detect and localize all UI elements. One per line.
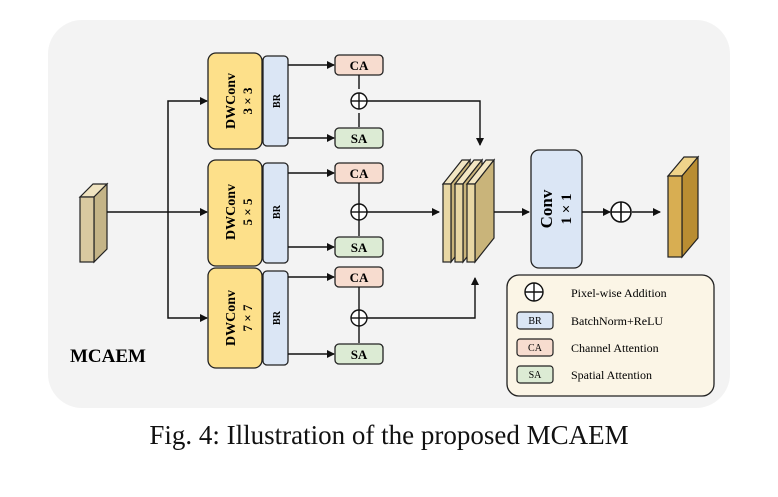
ca-label: CA (350, 58, 369, 73)
plus-circle-icon (350, 92, 368, 110)
legend-key: CA (528, 343, 543, 354)
conv-label: Conv (537, 189, 556, 228)
output-feature-map (666, 155, 700, 259)
branch-5x5: DWConv 5 × 5 BR CA SA (207, 159, 440, 267)
ca-label: CA (350, 270, 369, 285)
legend-item-sa: SA Spatial Attention (516, 365, 652, 384)
br-label: BR (272, 204, 283, 219)
legend-key: BR (528, 316, 542, 327)
sa-block (334, 236, 384, 258)
br-label: BR (272, 93, 283, 108)
dwconv-block (207, 159, 263, 267)
kernel-label: 7 × 7 (240, 304, 255, 331)
br-block (262, 162, 289, 264)
module-label: MCAEM (70, 346, 146, 367)
legend-item-addition: Pixel-wise Addition (524, 282, 667, 302)
br-block (262, 270, 289, 366)
legend-item-br: BR BatchNorm+ReLU (516, 311, 663, 330)
input-feature-map (78, 182, 109, 264)
kernel-label: 3 × 3 (240, 87, 255, 114)
dwconv-label: DWConv (224, 73, 239, 129)
legend-text: Channel Attention (571, 341, 659, 355)
branch-7x7: DWConv 7 × 7 BR CA SA (207, 266, 479, 369)
sa-block (334, 343, 384, 365)
legend-text: Spatial Attention (571, 368, 652, 382)
concatenated-feature-stack (441, 158, 496, 264)
conv-1x1-block (530, 149, 583, 269)
sa-label: SA (351, 347, 368, 362)
sa-block (334, 127, 384, 149)
conv-kernel-label: 1 × 1 (559, 193, 575, 224)
legend: Pixel-wise Addition BR BatchNorm+ReLU CA… (506, 274, 715, 397)
figure-caption: Fig. 4: Illustration of the proposed MCA… (149, 420, 629, 450)
input-split-arrows (107, 97, 208, 322)
br-label: BR (272, 310, 283, 325)
legend-text: Pixel-wise Addition (571, 286, 667, 300)
branch-3x3: DWConv 3 × 3 BR CA SA (207, 52, 484, 150)
plus-circle-icon (524, 282, 544, 302)
sa-label: SA (351, 240, 368, 255)
ca-label: CA (350, 166, 369, 181)
plus-circle-icon (350, 203, 368, 221)
plus-circle-icon (350, 309, 368, 327)
dwconv-block (207, 52, 263, 150)
legend-text: BatchNorm+ReLU (571, 314, 663, 328)
dwconv-label: DWConv (224, 290, 239, 346)
sa-label: SA (351, 131, 368, 146)
dwconv-block (207, 267, 263, 369)
br-block (262, 55, 289, 147)
legend-key: SA (529, 370, 543, 381)
plus-circle-icon (610, 201, 632, 223)
legend-item-ca: CA Channel Attention (516, 338, 659, 357)
dwconv-label: DWConv (224, 184, 239, 240)
kernel-label: 5 × 5 (240, 198, 255, 225)
